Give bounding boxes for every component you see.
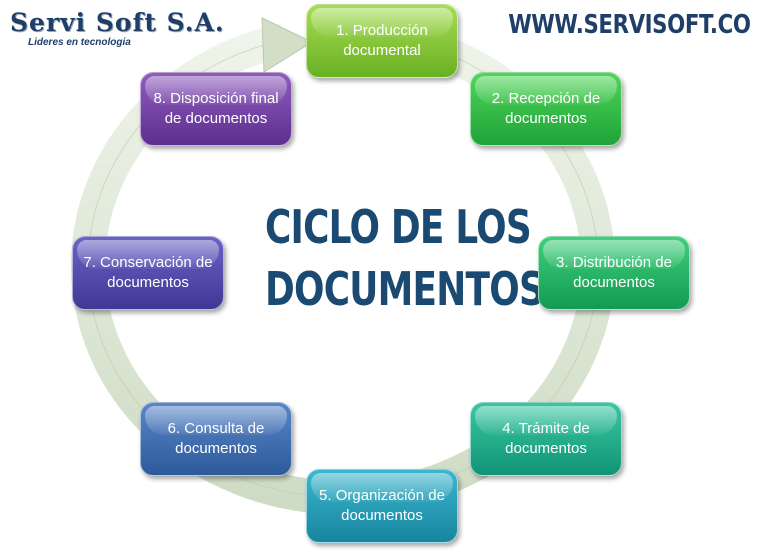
stage-recepcion-documentos: 2. Recepción de documentos bbox=[470, 72, 622, 146]
stage-label: 3. Distribución de documentos bbox=[556, 254, 672, 291]
stage-label: 7. Conservación de documentos bbox=[83, 254, 213, 291]
diagram-title-line-2: DOCUMENTOS bbox=[265, 262, 545, 316]
stage-label: 8. Disposición final de documentos bbox=[153, 90, 279, 127]
stage-label: 1. Producción documental bbox=[336, 22, 428, 59]
stage-conservacion-documentos: 7. Conservación de documentos bbox=[72, 236, 224, 310]
diagram-title: CICLO DE LOS DOCUMENTOS bbox=[232, 196, 545, 320]
servisoft-logo: Servi Soft S.A. Lideres en tecnologia bbox=[10, 8, 225, 54]
logo-tagline: Lideres en tecnologia bbox=[28, 37, 131, 48]
stage-consulta-documentos: 6. Consulta de documentos bbox=[140, 402, 292, 476]
stage-produccion-documental: 1. Producción documental bbox=[306, 4, 458, 78]
stage-label: 4. Trámite de documentos bbox=[502, 420, 590, 457]
logo-wordmark: Servi Soft S.A. bbox=[10, 8, 225, 37]
diagram-title-line-1: CICLO DE LOS bbox=[265, 200, 532, 254]
stage-label: 6. Consulta de documentos bbox=[167, 420, 265, 457]
website-url: WWW.SERVISOFT.CO bbox=[508, 10, 752, 40]
stage-tramite-documentos: 4. Trámite de documentos bbox=[470, 402, 622, 476]
stage-label: 2. Recepción de documentos bbox=[491, 90, 601, 127]
stage-distribucion-documentos: 3. Distribución de documentos bbox=[538, 236, 690, 310]
stage-disposicion-final-documentos: 8. Disposición final de documentos bbox=[140, 72, 292, 146]
stage-organizacion-documentos: 5. Organización de documentos bbox=[306, 469, 458, 543]
stage-label: 5. Organización de documentos bbox=[319, 487, 445, 524]
